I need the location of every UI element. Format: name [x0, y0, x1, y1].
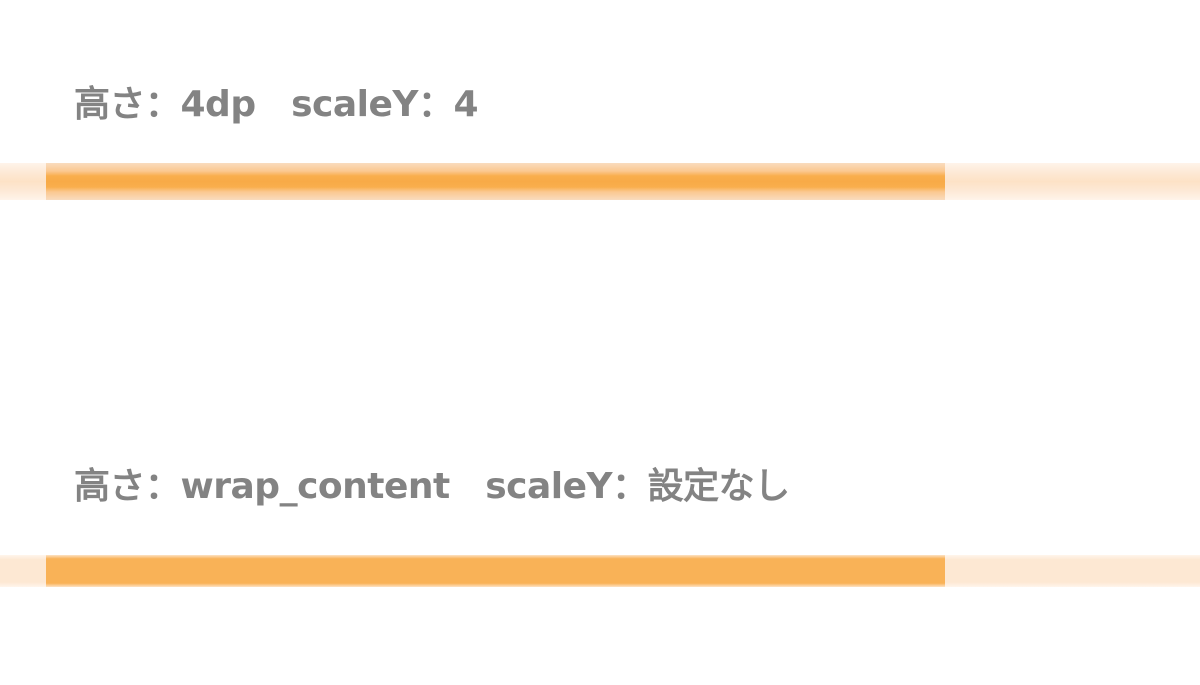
progress-bar-1-fill	[46, 163, 945, 200]
bar1-label: 高さ：4dp scaleY：4	[74, 84, 479, 125]
progress-bar-2-fill	[46, 555, 945, 587]
bar2-label: 高さ：wrap_content scaleY：設定なし	[74, 466, 790, 507]
